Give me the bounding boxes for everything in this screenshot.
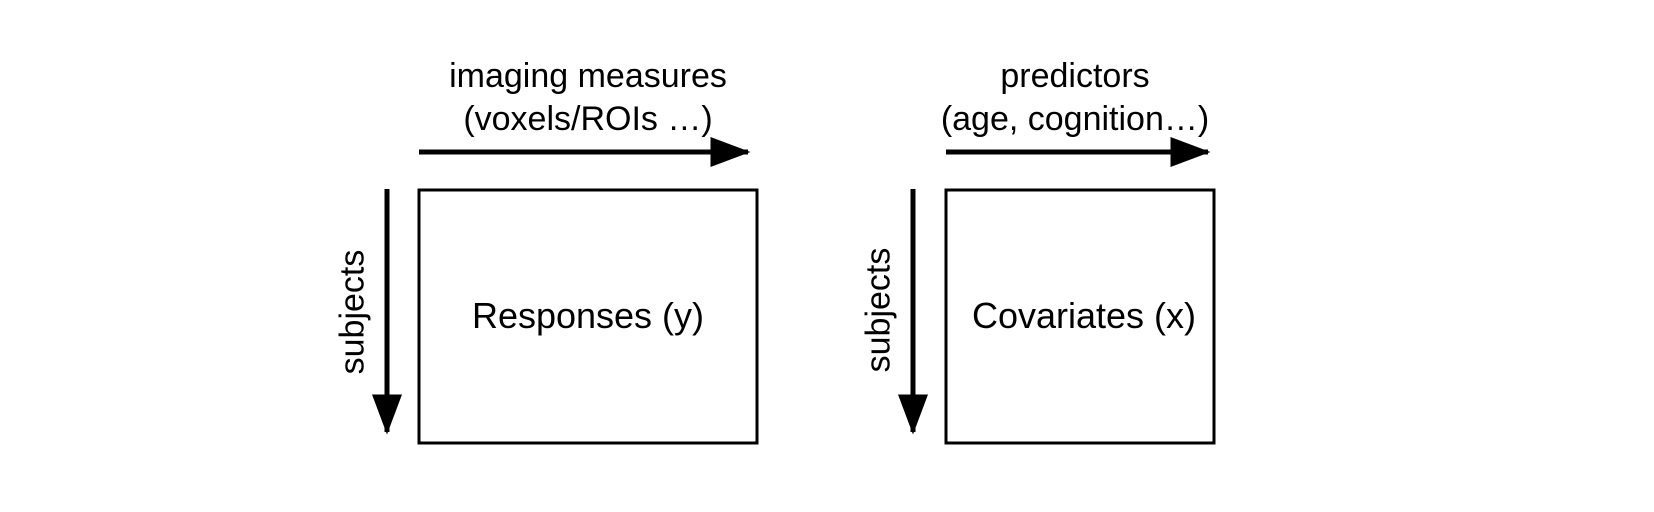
covariates-box-label: Covariates (x)	[971, 295, 1197, 336]
subjects-label-1: subjects	[333, 249, 372, 375]
covariates-box	[944, 188, 1216, 445]
responses-box	[417, 188, 759, 445]
imaging-measures-line1: imaging measures	[449, 57, 727, 95]
predictors-line2: (age, cognition…)	[940, 100, 1210, 138]
imaging-measures-label: imaging measures (voxels/ROIs …)	[418, 55, 758, 141]
predictors-line1: predictors	[1000, 57, 1150, 95]
subjects-label-2: subjects	[859, 247, 898, 373]
predictors-label: predictors (age, cognition…)	[905, 55, 1245, 141]
imaging-measures-line2: (voxels/ROIs …)	[463, 100, 713, 138]
responses-box-label: Responses (y)	[471, 295, 705, 336]
